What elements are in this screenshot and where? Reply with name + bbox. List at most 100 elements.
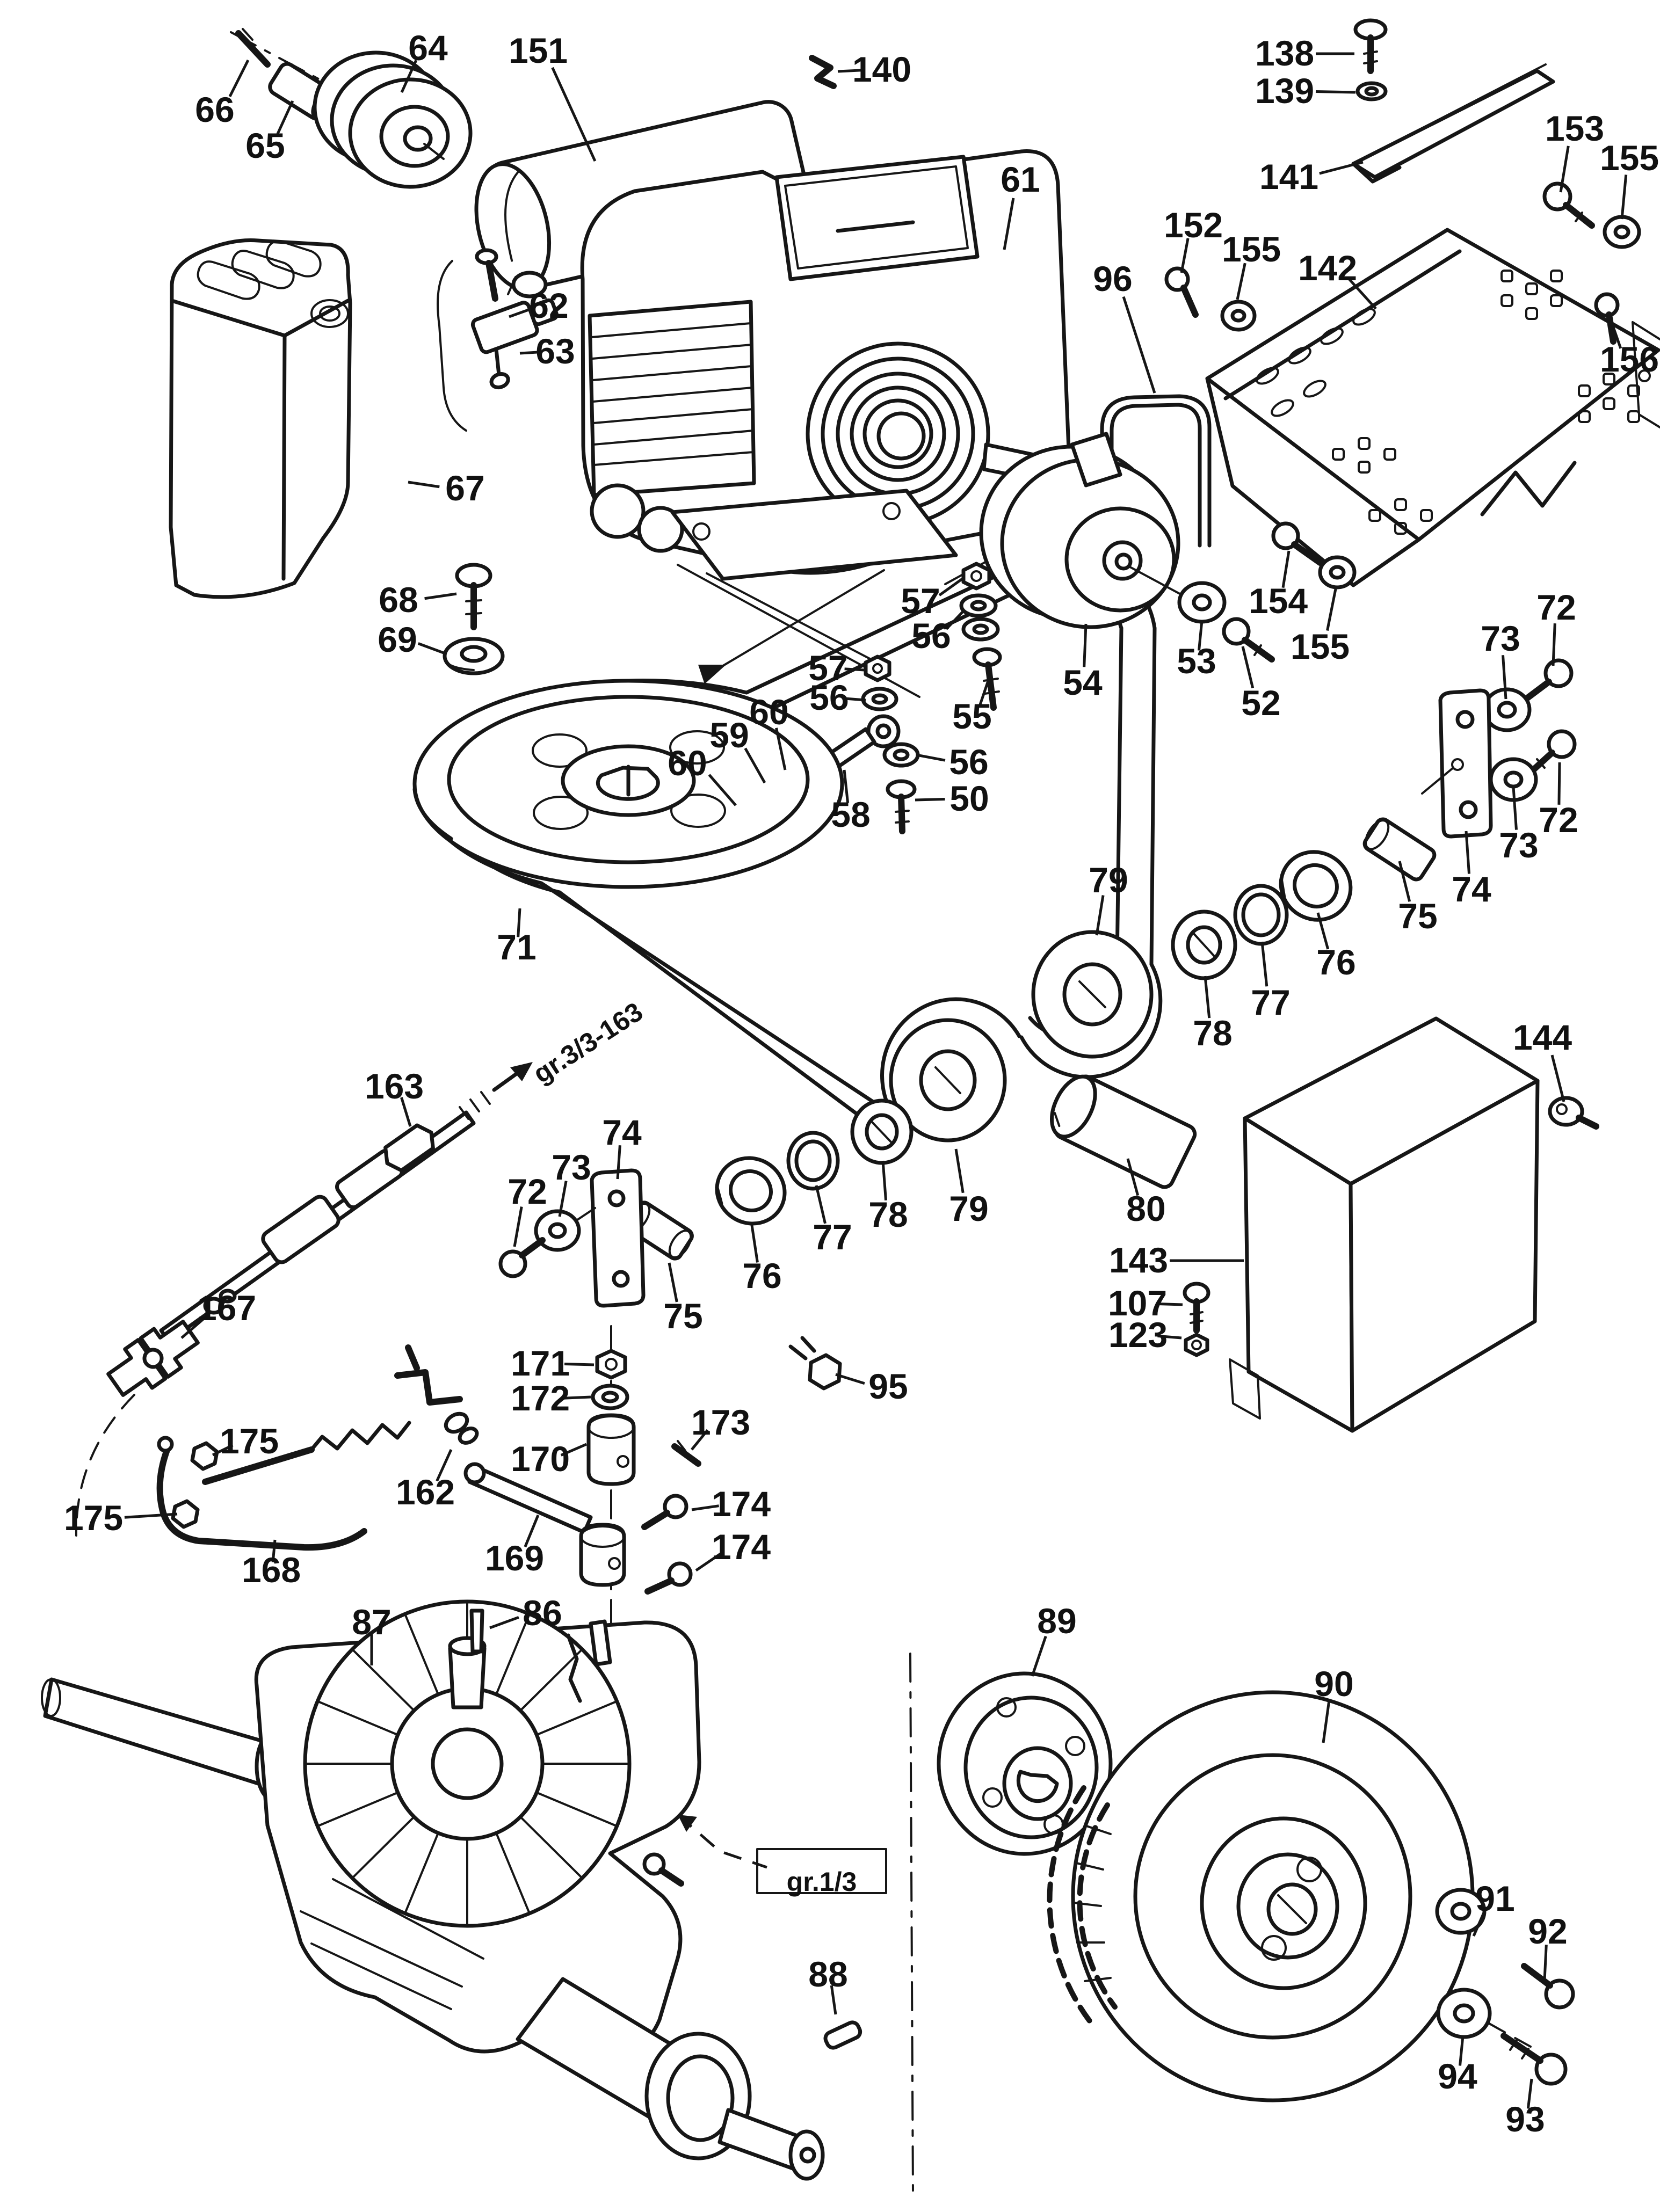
leader-line-75	[668, 1262, 678, 1303]
part-label-52: 52	[1241, 683, 1280, 723]
part-label-69: 69	[378, 620, 417, 659]
leader-line-60	[708, 774, 737, 806]
washer-53-bolt-52-drawing	[1177, 581, 1275, 663]
part-label-175: 175	[220, 1421, 279, 1461]
leader-line-65	[276, 100, 294, 135]
part-label-87: 87	[352, 1602, 391, 1642]
leader-line-68	[424, 592, 457, 600]
leader-line-56	[945, 609, 966, 630]
part-label-107: 107	[1108, 1283, 1167, 1323]
part-label-54: 54	[1063, 663, 1103, 702]
clip-140-drawing	[809, 55, 837, 89]
idler-row-middle-drawing	[498, 1098, 914, 1308]
leader-line-173	[691, 1429, 709, 1451]
hub-89-drawing	[937, 1671, 1113, 1856]
part-label-76: 76	[742, 1256, 781, 1296]
part-label-73: 73	[1499, 825, 1538, 865]
part-label-140: 140	[852, 49, 911, 89]
part-label-80: 80	[1126, 1189, 1165, 1228]
leader-line-95	[835, 1373, 865, 1385]
part-label-56: 56	[911, 616, 951, 656]
leader-line-58	[843, 769, 850, 803]
part-label-89: 89	[1037, 1601, 1076, 1641]
leader-line-77	[815, 1185, 827, 1224]
part-label-155: 155	[1291, 627, 1350, 666]
leader-line-67	[408, 481, 440, 489]
part-label-142: 142	[1298, 248, 1357, 288]
leader-line-163	[400, 1097, 412, 1127]
leader-line-54	[1083, 623, 1088, 667]
part-label-86: 86	[523, 1593, 562, 1633]
part-label-174: 174	[712, 1484, 771, 1524]
leader-line-155	[1236, 263, 1246, 300]
leader-line-78	[881, 1160, 887, 1200]
leader-line-74	[616, 1145, 621, 1180]
part-label-170: 170	[511, 1439, 570, 1479]
leader-line-168	[271, 1539, 277, 1562]
leader-line-76	[1316, 912, 1330, 950]
wheel-fasteners-drawing	[1435, 1888, 1575, 2086]
part-label-79: 79	[1089, 860, 1128, 900]
part-label-73: 73	[1481, 619, 1520, 658]
part-label-79: 79	[949, 1189, 988, 1228]
bolt-68-washer-69-drawing	[443, 563, 505, 675]
part-label-139: 139	[1255, 71, 1314, 111]
part-label-66: 66	[195, 90, 234, 129]
leader-line-57	[844, 667, 865, 672]
part-label-74: 74	[602, 1112, 642, 1152]
leader-line-86	[489, 1616, 519, 1629]
part-label-141: 141	[1259, 157, 1318, 197]
leader-line-50	[915, 798, 945, 802]
part-label-96: 96	[1093, 259, 1132, 299]
leader-line-171	[564, 1363, 595, 1366]
part-label-75: 75	[1398, 896, 1437, 936]
leader-line-77	[1260, 941, 1268, 987]
part-label-76: 76	[1316, 942, 1355, 982]
leader-line-56	[916, 753, 946, 762]
part-label-67: 67	[445, 468, 484, 508]
leader-line-80	[1126, 1158, 1140, 1196]
control-linkage-drawing	[156, 1336, 842, 1595]
part-label-74: 74	[1452, 869, 1491, 909]
part-label-88: 88	[808, 1954, 847, 1994]
leader-line-90	[1322, 1700, 1331, 1743]
leader-line-52	[1241, 646, 1255, 688]
leader-line-175	[124, 1512, 178, 1519]
part-label-64: 64	[408, 28, 448, 68]
leader-line-60	[775, 727, 787, 770]
part-label-58: 58	[831, 795, 870, 834]
part-label-gr.3/3-163: gr.3/3-163	[528, 996, 648, 1089]
leader-line-61	[1003, 198, 1015, 250]
leader-line-141	[1319, 161, 1364, 175]
leader-line-63	[519, 351, 540, 355]
part-label-169: 169	[485, 1538, 544, 1578]
leader-line-88	[830, 1985, 837, 2015]
leader-line-73	[1502, 655, 1507, 700]
part-label-90: 90	[1314, 1664, 1353, 1704]
part-label-168: 168	[242, 1550, 301, 1590]
leader-line-89	[1031, 1635, 1047, 1677]
part-label-175: 175	[64, 1498, 123, 1538]
battery-143-drawing	[1183, 1016, 1599, 1433]
leader-line-78	[1204, 976, 1211, 1018]
part-label-72: 72	[1536, 587, 1576, 627]
part-label-63: 63	[535, 331, 575, 371]
part-label-57: 57	[808, 648, 847, 688]
part-label-62: 62	[529, 286, 568, 325]
leader-line-72	[1557, 762, 1561, 805]
leader-line-91	[1472, 1908, 1487, 1937]
leader-line-74	[1465, 831, 1470, 874]
part-label-91: 91	[1475, 1879, 1514, 1918]
leader-line-59	[744, 747, 766, 784]
part-label-56: 56	[809, 678, 849, 717]
part-label-55: 55	[952, 696, 991, 736]
leader-line-76	[750, 1225, 759, 1263]
part-label-167: 167	[197, 1288, 256, 1328]
leader-line-169	[524, 1515, 540, 1548]
leader-line-69	[417, 642, 444, 654]
part-label-73: 73	[552, 1147, 591, 1187]
part-label-59: 59	[709, 715, 749, 755]
leader-line-73	[558, 1181, 568, 1217]
